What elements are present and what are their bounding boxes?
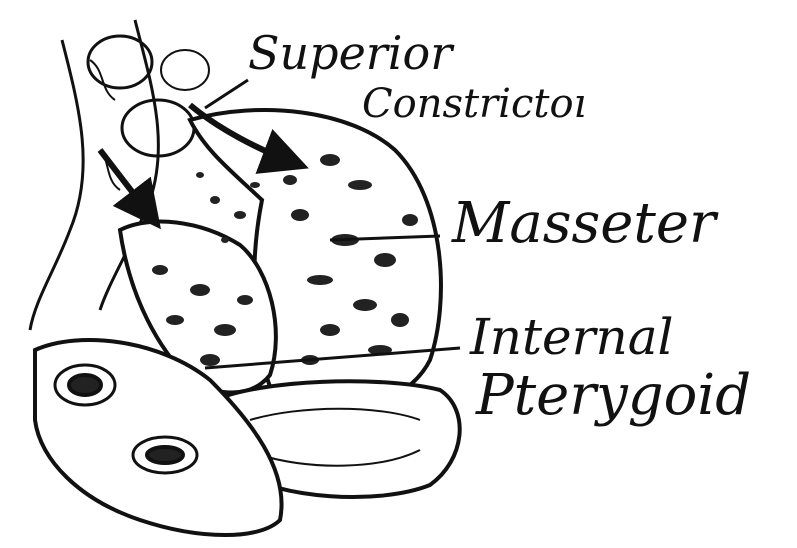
label-internal: Internal <box>470 312 674 362</box>
label-superior: Superior <box>248 30 452 76</box>
label-pterygoid: Pterygoid <box>476 368 751 424</box>
label-constrictor: Constrictoı <box>362 84 586 124</box>
label-masseter: Masseter <box>452 196 716 252</box>
cartilage-rings <box>88 36 209 156</box>
